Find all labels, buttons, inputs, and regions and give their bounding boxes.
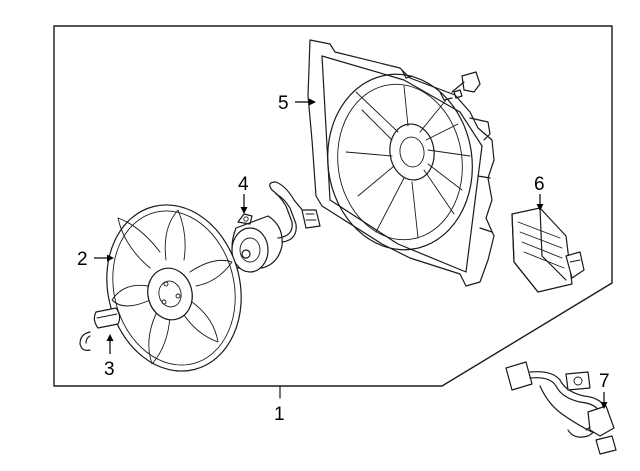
callout-3-label: 3 [104, 359, 115, 380]
callout-1-label: 1 [274, 404, 285, 425]
callout-4-arrow [240, 194, 248, 214]
fan-shroud-part [307, 39, 495, 287]
callout-6-label: 6 [534, 174, 545, 195]
callout-5-arrow [295, 98, 316, 106]
callout-2-label: 2 [77, 249, 88, 270]
fan-motor-part [231, 181, 321, 273]
fan-blade-part [106, 204, 242, 372]
callout-3-arrow [106, 334, 114, 354]
assembly-frame [53, 25, 613, 387]
callout-7-arrow [600, 392, 608, 409]
callout-6-arrow [536, 194, 544, 211]
clip-part [79, 307, 121, 351]
callout-4-label: 4 [238, 174, 249, 195]
shroud-pin [451, 71, 481, 99]
control-module-part [511, 207, 585, 293]
callout-7-label: 7 [599, 371, 610, 392]
wiring-harness-part [505, 361, 617, 455]
callout-5-label: 5 [278, 93, 289, 114]
callout-2-arrow [94, 254, 114, 262]
